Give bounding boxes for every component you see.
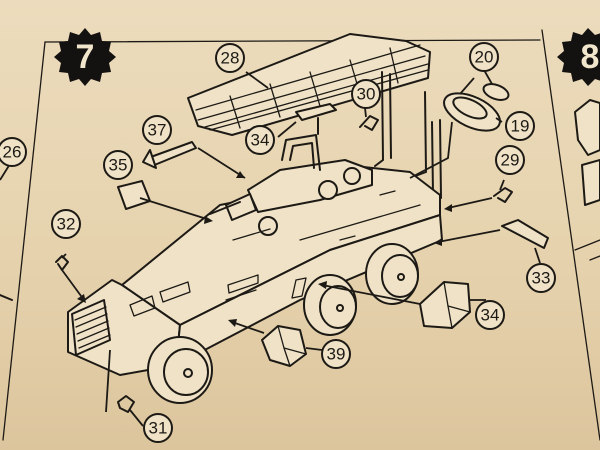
callout-37: 37 — [142, 115, 172, 145]
callout-label: 34 — [251, 131, 270, 150]
callout-label: 26 — [3, 143, 22, 162]
leader-lines — [0, 69, 541, 427]
part-34-frame-top — [295, 103, 337, 135]
part-33-bracket — [501, 219, 549, 249]
callout-34-box: 34 — [475, 300, 505, 330]
callout-label: 19 — [511, 117, 530, 136]
part-37-arm — [142, 141, 197, 169]
panel-border-left — [2, 41, 46, 441]
callout-34-top: 34 — [245, 125, 275, 155]
callout-26: 26 — [0, 137, 27, 167]
next-step-parts — [574, 99, 600, 261]
callout-label: 32 — [57, 215, 76, 234]
part-32-clip — [55, 255, 69, 271]
part-20-hubcap — [482, 83, 510, 101]
callout-label: 29 — [501, 151, 520, 170]
roof-canopy-part — [187, 33, 431, 136]
callout-30: 30 — [351, 79, 381, 109]
part-35-plate — [117, 180, 151, 210]
callout-39: 39 — [321, 339, 351, 369]
next-step-number: 8 — [581, 38, 600, 76]
callout-label: 31 — [149, 419, 168, 438]
wheels — [147, 243, 419, 404]
callout-label: 30 — [357, 85, 376, 104]
callout-19: 19 — [505, 111, 535, 141]
left-edge-part — [0, 294, 13, 301]
callout-label: 33 — [532, 269, 551, 288]
part-29-hook — [493, 187, 513, 203]
part-19-tire — [443, 92, 501, 132]
callout-label: 39 — [327, 345, 346, 364]
callout-label: 34 — [481, 306, 500, 325]
panel-border-top — [44, 39, 541, 43]
callout-label: 37 — [148, 121, 167, 140]
part-39-box — [261, 325, 307, 367]
step-number: 7 — [76, 38, 95, 76]
callout-20: 20 — [469, 42, 499, 72]
callout-label: 35 — [109, 156, 128, 175]
callout-32: 32 — [51, 209, 81, 239]
callout-label: 28 — [221, 49, 240, 68]
part-30-hook — [359, 115, 379, 131]
panel-border-right — [541, 29, 600, 441]
callout-33: 33 — [526, 263, 556, 293]
callout-29: 29 — [495, 145, 525, 175]
part-34-box — [419, 281, 471, 329]
callout-label: 20 — [475, 48, 494, 67]
part-31-fitting — [117, 395, 135, 413]
step-badge: 7 — [54, 28, 116, 86]
callout-31: 31 — [143, 413, 173, 443]
callout-28: 28 — [215, 43, 245, 73]
callout-35: 35 — [103, 150, 133, 180]
next-step-badge: 8 — [557, 28, 600, 86]
